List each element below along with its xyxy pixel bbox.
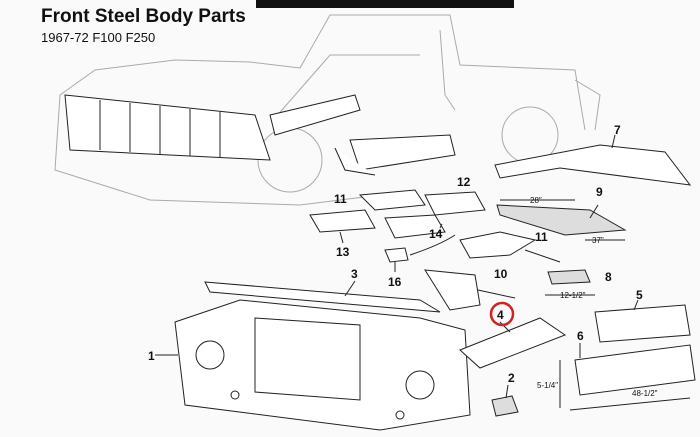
part-label-9: 9 — [596, 185, 603, 199]
floor-patches — [309, 189, 486, 244]
truck-front-assembly — [64, 94, 456, 176]
part-8-patch — [545, 269, 595, 296]
part-label-15: 14 — [429, 227, 443, 241]
part-label-3: 3 — [351, 267, 358, 281]
dimension-5-25in: 5-1/4" — [537, 381, 558, 390]
part-label-16: 16 — [388, 275, 402, 289]
part-11-corner-brace — [459, 231, 561, 263]
part-15-patch — [384, 214, 446, 239]
page-subtitle: 1967-72 F100 F250 — [41, 30, 156, 45]
part-1-radiator-support — [174, 299, 471, 431]
part-label-11: 11 — [535, 230, 548, 244]
part-label-10: 10 — [494, 267, 508, 281]
part-label-4: 4 — [497, 308, 504, 322]
part-label-13: 12 — [457, 175, 471, 189]
part-4-apron-panel — [459, 317, 567, 369]
part-label-14: 13 — [336, 245, 350, 259]
header-banner: BODY — [256, 0, 695, 8]
part-label-5: 5 — [636, 288, 643, 302]
part-7-rail — [494, 134, 692, 186]
part-14-patch — [309, 209, 376, 233]
part-label-1: 1 — [148, 349, 155, 363]
truck-outline — [54, 14, 601, 206]
part-13-patch — [424, 191, 486, 216]
part-label-12: 11 — [334, 192, 347, 206]
dimension-12-5in: 12-1/2" — [560, 291, 586, 300]
dimension-48-5in: 48-1/2" — [632, 389, 658, 398]
part-label-7: 7 — [614, 123, 621, 137]
part-12-patch — [358, 189, 426, 211]
part-label-8: 8 — [605, 270, 612, 284]
part-3-upper-rail — [204, 281, 441, 313]
part-16-plug — [384, 234, 456, 272]
part-label-6: 6 — [577, 329, 584, 343]
banner-text: BODY — [640, 0, 698, 9]
part-9-rail-section — [496, 199, 627, 241]
part-6-rocker — [559, 344, 696, 411]
dimension-28in: 28" — [530, 196, 542, 205]
leader-lines — [155, 280, 639, 358]
part-label-2: 2 — [508, 371, 515, 385]
part-2-bracket — [491, 384, 519, 417]
part-5-side-panel — [594, 304, 691, 343]
dimension-37in: 37" — [592, 236, 604, 245]
part-10-bracket — [424, 269, 516, 311]
highlight-ring — [489, 301, 515, 327]
page-title: Front Steel Body Parts — [41, 6, 246, 27]
